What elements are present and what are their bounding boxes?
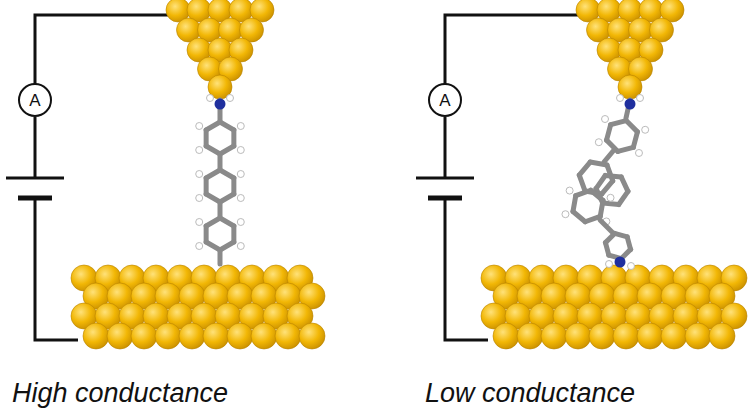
hydrogen-atom xyxy=(637,95,644,102)
hydrogen-atom xyxy=(237,123,244,130)
hydrogen-atom xyxy=(595,139,602,146)
bond xyxy=(603,203,619,204)
bond xyxy=(218,154,223,168)
bond xyxy=(602,181,613,194)
bond xyxy=(621,249,630,258)
wire xyxy=(34,117,37,178)
gold-atom xyxy=(299,323,325,349)
hydrogen-atom xyxy=(196,195,203,202)
gold-atom xyxy=(251,323,277,349)
gold-atom xyxy=(565,323,591,349)
gold-atom xyxy=(179,323,205,349)
hydrogen-atom xyxy=(628,263,635,270)
bond xyxy=(218,202,223,216)
wire xyxy=(444,117,447,178)
gold-atom xyxy=(107,323,133,349)
bond xyxy=(579,162,590,175)
bond xyxy=(604,150,614,162)
hydrogen-atom xyxy=(237,147,244,154)
gold-atom xyxy=(685,323,711,349)
gold-atom xyxy=(541,323,567,349)
gold-atom xyxy=(493,323,519,349)
hydrogen-atom xyxy=(237,195,244,202)
bond xyxy=(618,147,633,151)
wire xyxy=(445,15,598,84)
gold-atom xyxy=(203,323,229,349)
hydrogen-atom xyxy=(607,194,614,201)
panel-caption: Low conductance xyxy=(425,378,635,409)
bond xyxy=(600,220,612,232)
hydrogen-atom xyxy=(207,95,214,102)
hydrogen-atom xyxy=(566,187,573,194)
gold-atom xyxy=(275,323,301,349)
gold-atom xyxy=(589,323,615,349)
ammeter-symbol: A xyxy=(18,83,52,117)
circuit-wires xyxy=(35,15,598,340)
wire xyxy=(35,15,188,84)
hydrogen-atom xyxy=(602,116,609,123)
panel-caption: High conductance xyxy=(12,378,228,409)
hydrogen-atom xyxy=(562,211,569,218)
gold-atom xyxy=(613,323,639,349)
hydrogen-atom xyxy=(237,171,244,178)
nitrogen-atom xyxy=(215,99,226,110)
hydrogen-atom xyxy=(196,147,203,154)
nitrogen-atom xyxy=(615,257,626,268)
hydrogen-atom xyxy=(617,95,624,102)
hydrogen-atom xyxy=(196,123,203,130)
hydrogen-atom xyxy=(642,126,649,133)
hydrogen-atom xyxy=(635,149,642,156)
hydrogen-atom xyxy=(237,243,244,250)
molecules xyxy=(196,95,649,270)
bond xyxy=(579,175,585,191)
bond xyxy=(218,250,223,264)
hydrogen-atom xyxy=(237,219,244,226)
hydrogen-atom xyxy=(606,261,613,268)
nitrogen-atom xyxy=(625,99,636,110)
gold-atom xyxy=(709,323,735,349)
gold-atom xyxy=(637,323,663,349)
hydrogen-atom xyxy=(227,95,234,102)
gold-atom xyxy=(661,323,687,349)
gold-atom xyxy=(227,323,253,349)
ammeter-symbol: A xyxy=(428,83,462,117)
ammeter-letter: A xyxy=(439,92,450,109)
hydrogen-atom xyxy=(196,243,203,250)
gold-atom xyxy=(83,323,109,349)
gold-atom xyxy=(517,323,543,349)
hydrogen-atom xyxy=(196,219,203,226)
gold-atom xyxy=(131,323,157,349)
bond xyxy=(590,162,607,165)
gold-electrodes xyxy=(71,0,747,349)
ammeter-letter: A xyxy=(29,92,40,109)
gold-atom xyxy=(155,323,181,349)
hydrogen-atom xyxy=(196,171,203,178)
